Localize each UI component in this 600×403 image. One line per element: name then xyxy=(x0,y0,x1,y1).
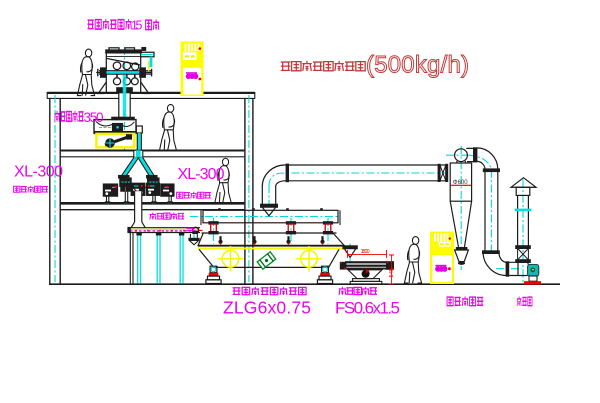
svg-text:(500kg/h): (500kg/h) xyxy=(366,52,469,79)
svg-text:XL-300: XL-300 xyxy=(178,166,225,183)
svg-text:1.5: 1.5 xyxy=(131,19,143,33)
svg-text:545: 545 xyxy=(389,268,395,278)
svg-text:XL-300: XL-300 xyxy=(14,164,63,181)
svg-text:1500: 1500 xyxy=(361,249,370,255)
svg-text:Φ600: Φ600 xyxy=(453,180,468,186)
svg-text:ZLG6x0.75: ZLG6x0.75 xyxy=(223,298,311,318)
svg-text:350: 350 xyxy=(84,110,104,125)
svg-text:FS0.6x1.5: FS0.6x1.5 xyxy=(335,299,400,318)
